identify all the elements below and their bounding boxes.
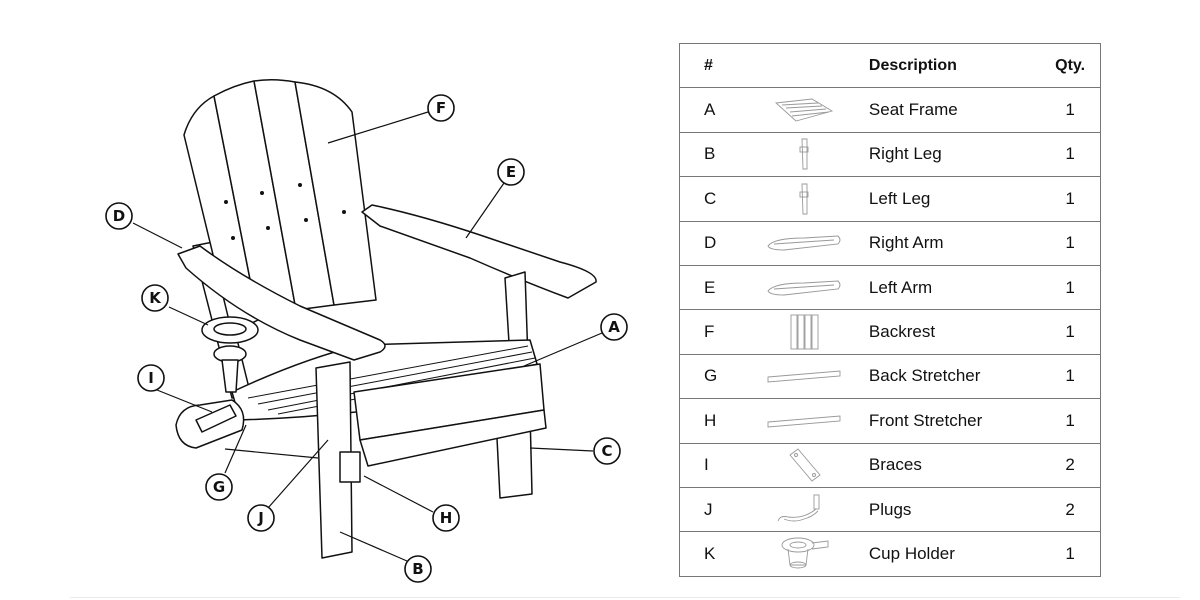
part-description: Seat Frame [868, 87, 1041, 133]
callout-j: J [247, 504, 275, 532]
part-code: C [679, 176, 740, 222]
plug-icon [739, 486, 869, 533]
cup-holder-icon [739, 531, 869, 577]
callout-h: H [432, 504, 460, 532]
header-code: # [679, 42, 740, 89]
callout-b: B [404, 555, 432, 583]
part-code: H [679, 398, 740, 444]
part-code: G [679, 353, 740, 400]
part-qty: 2 [1040, 486, 1102, 533]
stretcher-icon [739, 398, 869, 444]
part-description: Back Stretcher [868, 353, 1041, 400]
header-qty: Qty. [1040, 42, 1102, 89]
svg-text:C: C [601, 442, 612, 460]
table-header-row: # Description Qty. [679, 42, 1102, 89]
part-description: Cup Holder [868, 531, 1041, 577]
seat-frame-icon [739, 87, 869, 133]
callout-f: F [427, 94, 455, 122]
part-code: E [679, 264, 740, 311]
part-description: Left Leg [868, 176, 1041, 222]
part-qty: 2 [1040, 442, 1102, 488]
part-qty: 1 [1040, 353, 1102, 400]
backrest-icon [739, 309, 869, 355]
callout-i: I [137, 364, 165, 392]
left-arm-drawing [361, 204, 597, 299]
svg-text:B: B [412, 560, 423, 578]
part-qty: 1 [1040, 131, 1102, 178]
part-code: J [679, 486, 740, 533]
part-description: Plugs [868, 486, 1041, 533]
part-code: F [679, 309, 740, 355]
header-thumb [739, 42, 869, 89]
svg-text:G: G [213, 478, 225, 496]
backrest-drawing [183, 78, 377, 334]
callout-k: K [141, 284, 169, 312]
svg-text:E: E [506, 163, 516, 181]
chair-diagram: F E D K A I C G J H B [105, 78, 628, 583]
callout-c: C [593, 437, 621, 465]
svg-text:J: J [257, 509, 264, 527]
svg-text:F: F [436, 99, 446, 117]
part-qty: 1 [1040, 264, 1102, 311]
right-front-leg-drawing [315, 361, 353, 559]
part-qty: 1 [1040, 309, 1102, 355]
front-stretcher-drawing [339, 451, 361, 483]
part-description: Front Stretcher [868, 398, 1041, 444]
part-code: B [679, 131, 740, 178]
svg-text:K: K [149, 289, 162, 307]
right-arm-drawing [177, 245, 386, 361]
callout-d: D [105, 202, 133, 230]
part-code: D [679, 220, 740, 266]
callout-g: G [205, 473, 233, 501]
part-description: Backrest [868, 309, 1041, 355]
part-code: A [679, 87, 740, 133]
arm-icon [739, 220, 869, 266]
svg-text:D: D [113, 207, 125, 225]
arm-icon [739, 264, 869, 311]
part-qty: 1 [1040, 87, 1102, 133]
part-qty: 1 [1040, 176, 1102, 222]
part-code: K [679, 531, 740, 577]
footer-divider [70, 597, 1180, 598]
brace-icon [739, 442, 869, 488]
leader-lines [132, 111, 603, 562]
callout-e: E [497, 158, 525, 186]
part-code: I [679, 442, 740, 488]
part-qty: 1 [1040, 531, 1102, 577]
part-description: Right Arm [868, 220, 1041, 266]
svg-text:I: I [148, 369, 154, 387]
seat-drawing [231, 339, 547, 467]
svg-text:H: H [440, 509, 453, 527]
header-description: Description [868, 42, 1041, 89]
part-description: Left Arm [868, 264, 1041, 311]
part-description: Braces [868, 442, 1041, 488]
leg-icon [739, 176, 869, 222]
cup-holder-drawing [201, 316, 259, 393]
part-description: Right Leg [868, 131, 1041, 178]
svg-text:A: A [608, 318, 620, 336]
part-qty: 1 [1040, 220, 1102, 266]
brace-drawing [195, 404, 237, 433]
callout-a: A [600, 313, 628, 341]
stretcher-icon [739, 353, 869, 400]
part-qty: 1 [1040, 398, 1102, 444]
leg-icon [739, 131, 869, 178]
